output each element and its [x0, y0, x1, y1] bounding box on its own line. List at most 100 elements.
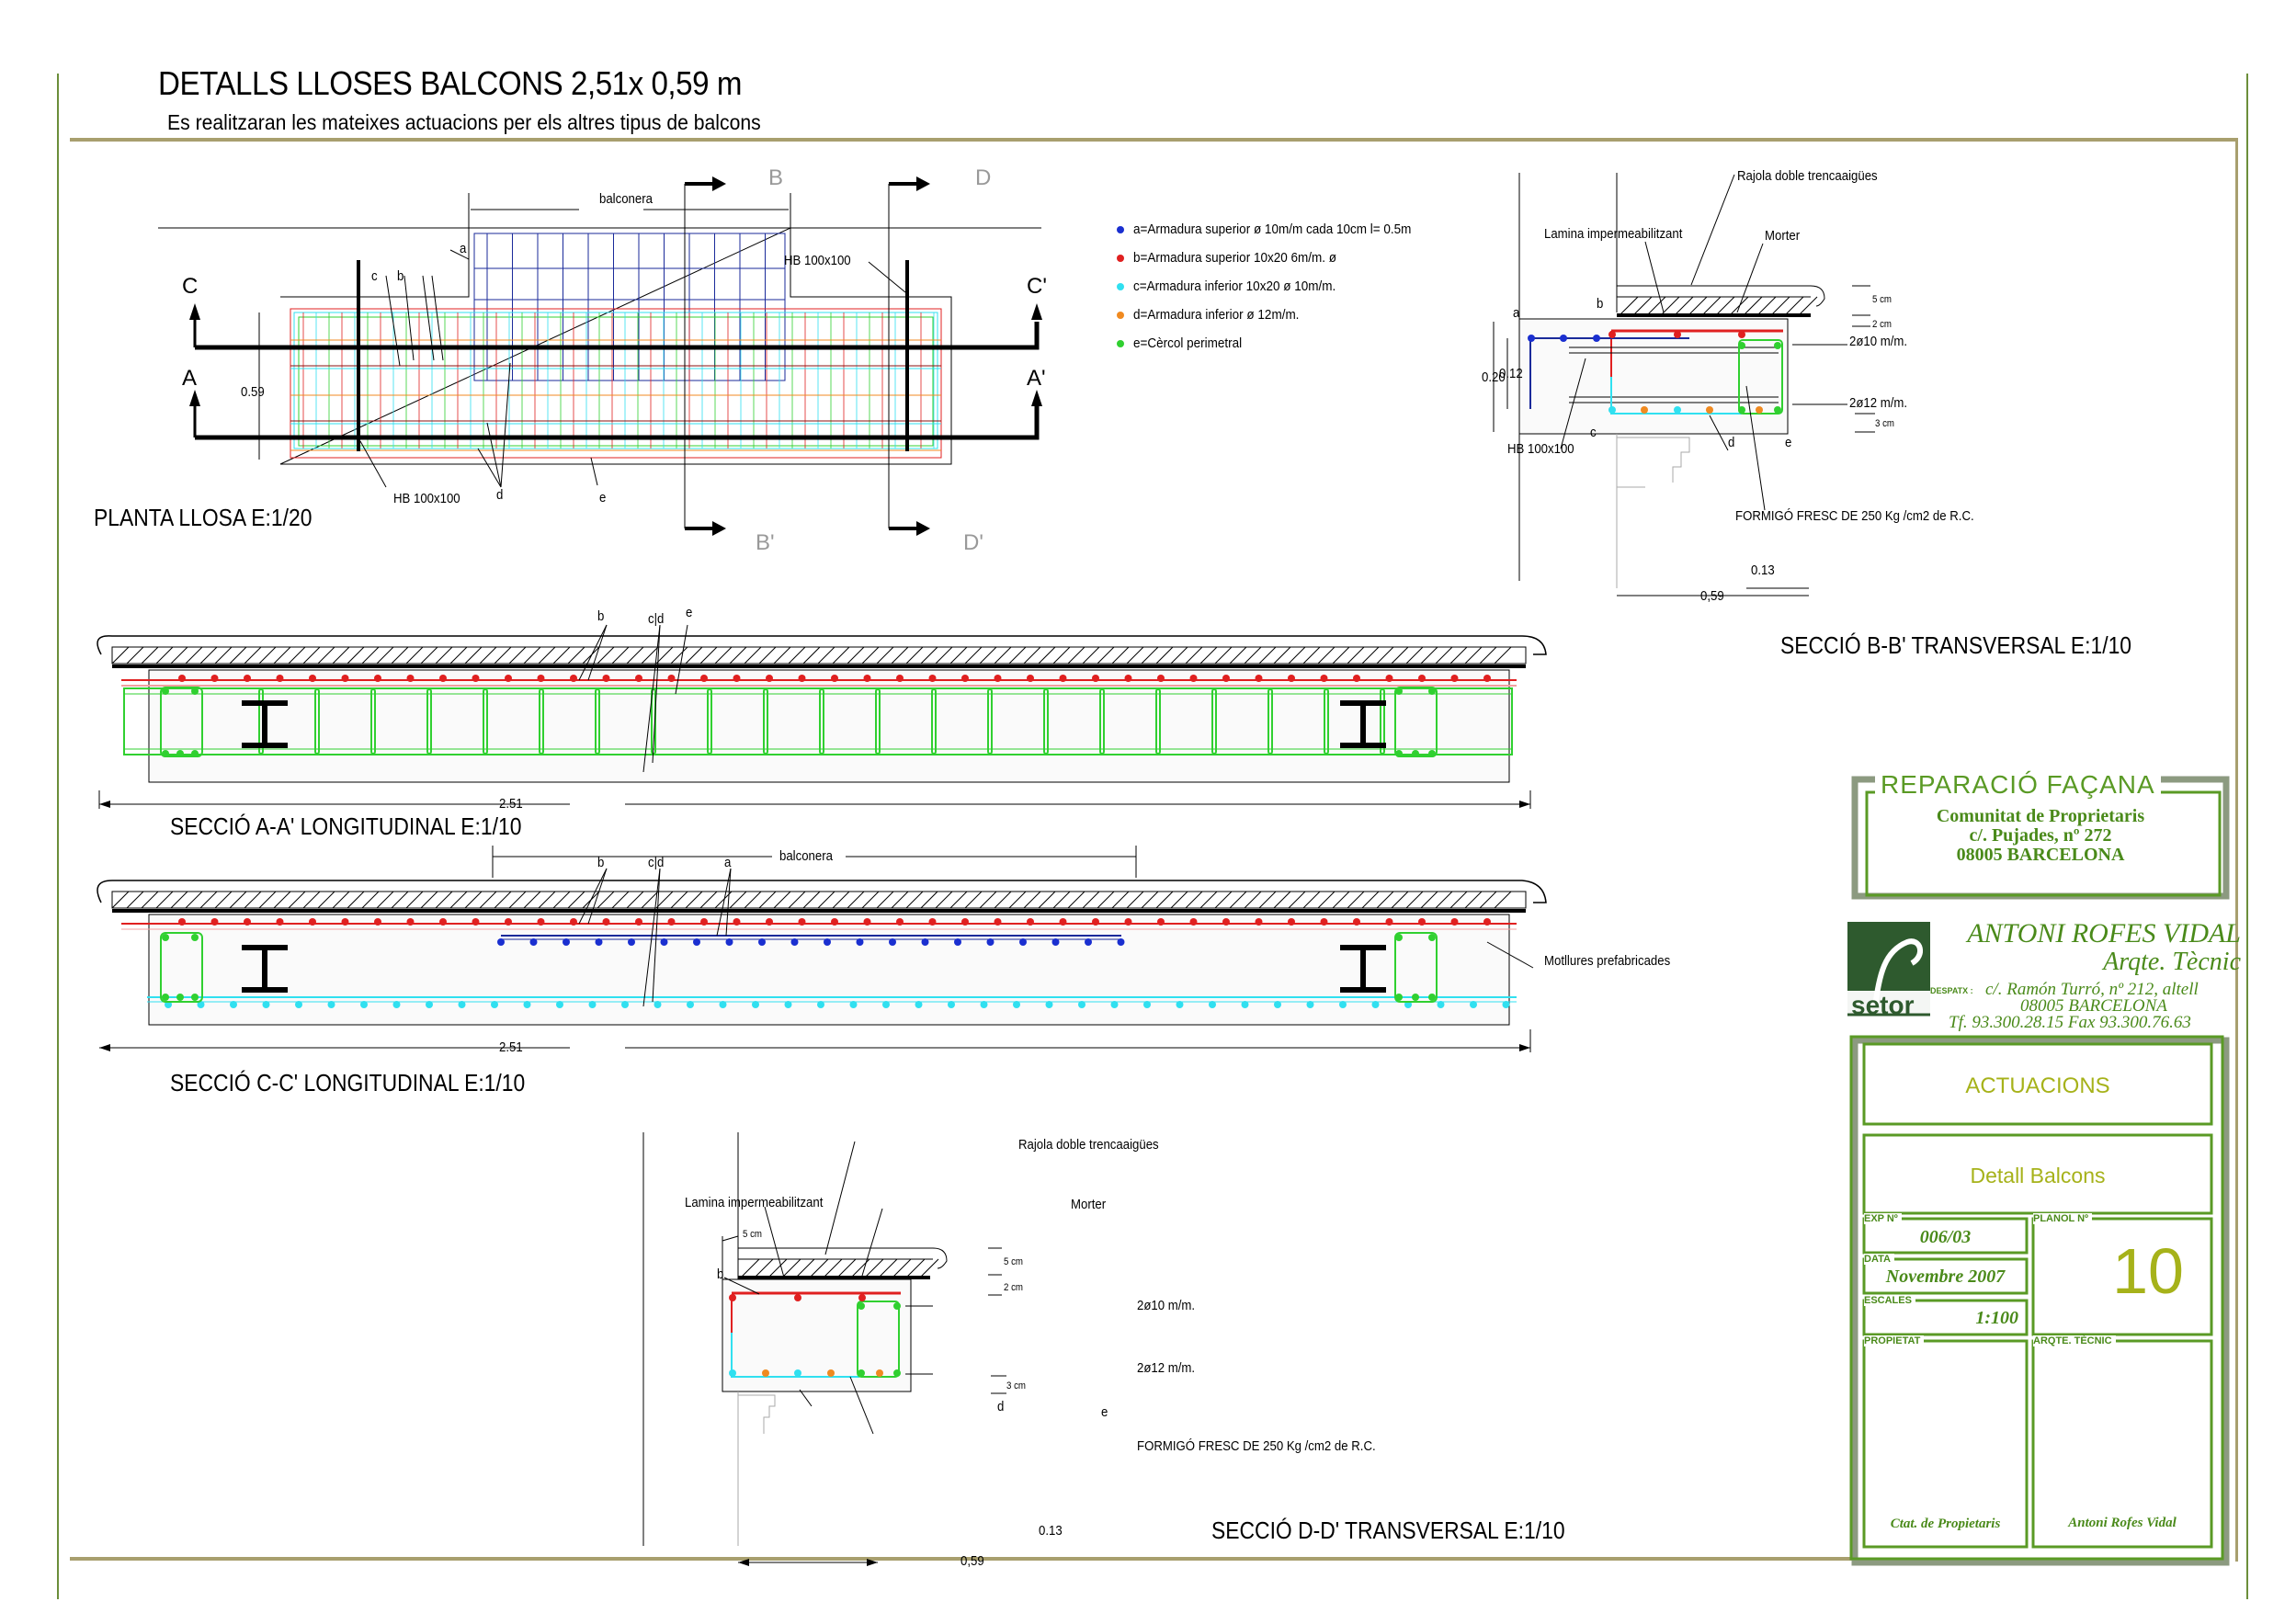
hatch-line: [1449, 891, 1468, 909]
rebar-c-dot: [588, 1001, 597, 1008]
hatch-line: [1229, 891, 1247, 909]
hatch-line: [1258, 891, 1277, 909]
hatch-line: [1141, 891, 1159, 909]
hatch-line: [905, 1258, 926, 1278]
section-bb-lamina: Lamina impermeabilitzant: [1544, 226, 1683, 242]
hatch-line: [670, 891, 688, 909]
rebar-b-dot: [374, 675, 381, 682]
section-bb-dim-3cm: 3 cm: [1875, 418, 1894, 429]
hatch-line: [905, 891, 924, 909]
hatch-line: [1126, 646, 1144, 665]
rebar-b-dot: [863, 918, 871, 926]
rebar-e-dot: [1774, 342, 1781, 349]
rebar-b-dot: [309, 918, 316, 926]
hatch-line: [567, 891, 585, 909]
hatch-line: [740, 1258, 760, 1278]
hatch-line: [611, 891, 630, 909]
stirrup-e: [763, 688, 768, 755]
rebar-a-dot: [1085, 938, 1092, 946]
hatch-line: [1770, 296, 1790, 316]
rebar-d-dot: [1756, 406, 1763, 414]
rebar-d-dot: [762, 1369, 769, 1377]
hatch-line: [1126, 891, 1144, 909]
hatch-line: [1347, 891, 1365, 909]
rebar-d-dot: [827, 1369, 835, 1377]
section-cc-callout-cd: c|d: [648, 855, 665, 870]
hatch-line: [126, 646, 144, 665]
rebar-b-dot: [961, 675, 969, 682]
hatch-line: [1288, 646, 1306, 665]
hatch-line: [1435, 646, 1453, 665]
rebar-e-dot: [893, 1369, 901, 1377]
stirrup-e: [539, 688, 544, 755]
arqte-label: ARQTE. TÈCNIC: [2033, 1335, 2116, 1346]
rebar-a-dot: [856, 938, 864, 946]
office-phones: Tf. 93.300.28.15 Fax 93.300.76.63: [1949, 1013, 2191, 1032]
rebar-b-dot: [1288, 675, 1295, 682]
section-bb-title: SECCIÓ B-B' TRANSVERSAL E:1/10: [1780, 631, 2132, 659]
rebar-c-dot: [1176, 1001, 1184, 1008]
office-label: DESPATX :: [1930, 986, 1973, 995]
plan-hb-label-top: HB 100x100: [784, 253, 851, 268]
hatch-line: [1273, 646, 1291, 665]
rebar-b-dot: [570, 675, 577, 682]
hatch-line: [729, 646, 747, 665]
hatch-line: [229, 891, 247, 909]
rebar-a-dot: [824, 938, 831, 946]
hatch-line: [1023, 646, 1041, 665]
rebar-c-dot: [1470, 1001, 1477, 1008]
hatch-line: [155, 891, 174, 909]
rebar-e-dot: [858, 1369, 865, 1377]
hatch-line: [1155, 891, 1174, 909]
rebar-a-dot: [1528, 335, 1535, 342]
rebar-b-dot: [831, 675, 838, 682]
section-dd-dim-059: 0,59: [960, 1553, 984, 1569]
rebar-b-dot: [244, 675, 251, 682]
rebar-a-dot: [1560, 335, 1567, 342]
hatch-line: [332, 891, 350, 909]
rebar-c-dot: [1608, 406, 1616, 414]
rebar-b-dot: [406, 918, 415, 926]
hatch-line: [1038, 891, 1056, 909]
hatch-line: [1288, 891, 1306, 909]
hatch-line: [1052, 646, 1071, 665]
rebar-b-dot: [1385, 675, 1393, 682]
rebar-b-dot: [1418, 675, 1426, 682]
hatch-line: [479, 646, 497, 665]
hatch-line: [920, 891, 938, 909]
hatch-line: [1449, 646, 1468, 665]
stirrup-e: [1155, 688, 1161, 755]
hatch-line: [508, 891, 527, 909]
rebar-c-dot: [752, 1001, 759, 1008]
rebar-c-dot: [262, 1001, 270, 1008]
hatch-line: [994, 891, 1012, 909]
rebar-b-dot: [1092, 675, 1099, 682]
hatch-line: [1784, 296, 1804, 316]
rebar-b-dot: [1059, 675, 1067, 682]
rebar-b-dot: [439, 918, 447, 926]
stirrup-e: [931, 688, 937, 755]
rebar-c-dot: [1045, 1001, 1053, 1008]
rebar-c-dot: [1143, 1001, 1151, 1008]
hatch-line: [935, 891, 953, 909]
hatch-line: [229, 646, 247, 665]
hatch-line: [199, 646, 218, 665]
rebar-b-dot: [1027, 918, 1034, 926]
hatch-line: [699, 891, 718, 909]
hatch-line: [788, 891, 806, 909]
section-aa-callout-b: b: [597, 608, 605, 624]
hatch-line: [273, 646, 291, 665]
rebar-b-dot: [1483, 918, 1491, 926]
hatch-line: [244, 646, 262, 665]
rebar-c-dot: [1437, 1001, 1445, 1008]
stirrup-e: [987, 688, 993, 755]
stirrup-e: [1380, 688, 1385, 755]
hatch-line: [864, 1258, 884, 1278]
cut-label-d: D: [975, 165, 992, 190]
office-city: 08005 BARCELONA: [2020, 996, 2167, 1016]
rebar-b-dot: [1674, 331, 1681, 338]
hatch-line: [420, 646, 438, 665]
stirrup-e: [595, 688, 600, 755]
hatch-line: [847, 891, 865, 909]
rebar-b-dot: [210, 918, 219, 926]
